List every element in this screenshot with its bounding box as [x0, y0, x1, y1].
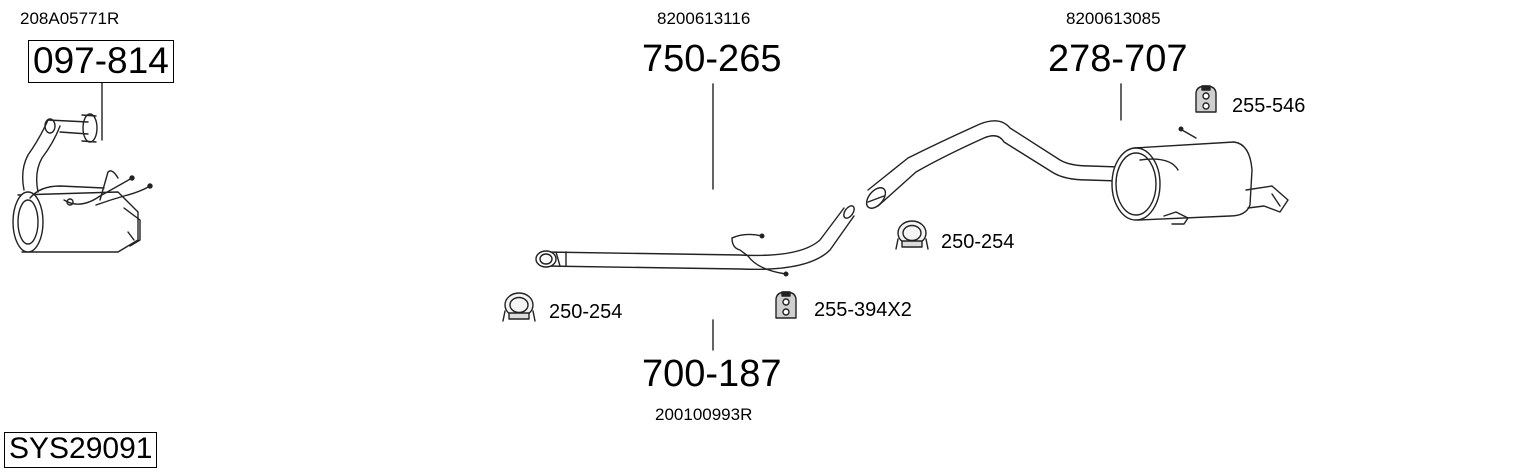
front-pipe-part-number[interactable]: 700-187: [642, 353, 782, 395]
clamp-icon: [895, 220, 929, 250]
clamp-part-number[interactable]: 250-254: [549, 301, 623, 323]
catalyst-part-drawing: [12, 81, 153, 253]
clamp-icon: [502, 292, 536, 322]
catalyst-oem-number: 208A05771R: [20, 9, 120, 28]
clamp-part-number[interactable]: 250-254: [941, 231, 1015, 253]
catalyst-part-number[interactable]: 097-814: [28, 40, 174, 83]
rubber-hanger-icon: [775, 291, 797, 319]
system-id: SYS29091: [4, 432, 158, 468]
rear-silencer-part-drawing: [865, 83, 1289, 225]
hanger-part-number[interactable]: 255-546: [1232, 95, 1306, 117]
rear-silencer-part-number[interactable]: 278-707: [1048, 38, 1188, 80]
middle-pipe-part-number[interactable]: 750-265: [642, 38, 782, 80]
rubber-hanger-icon: [1195, 85, 1217, 113]
middle-pipe-oem-number: 8200613116: [657, 9, 751, 28]
pipe-part-drawing: [535, 205, 855, 277]
front-pipe-oem-number: 200100993R: [655, 405, 753, 424]
hanger-part-number[interactable]: 255-394X2: [814, 299, 912, 321]
rear-silencer-oem-number: 8200613085: [1066, 9, 1161, 28]
